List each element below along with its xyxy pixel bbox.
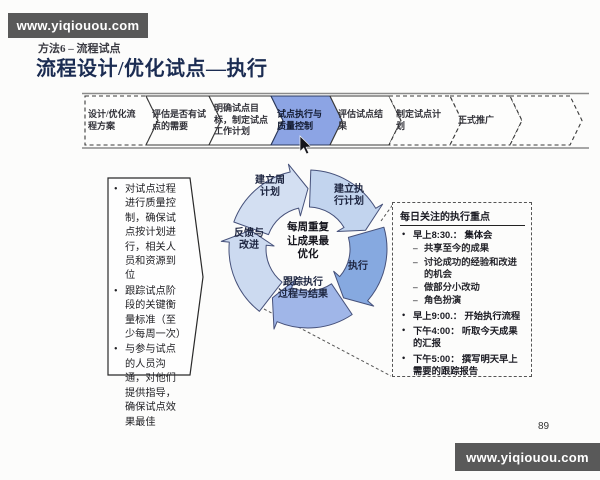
daily-focus-title: 每日关注的执行重点 xyxy=(400,208,525,226)
daily-item: 早上8:30.： 集体会 xyxy=(400,229,525,242)
watermark-bottom: www.yiqiouou.com xyxy=(455,443,600,471)
daily-item-time: 9:00.： xyxy=(431,310,463,321)
flow-step-label-4: 试点执行与质量控制 xyxy=(277,108,323,131)
daily-item-prefix: 早上 xyxy=(413,231,432,241)
daily-subitem: 角色扮演 xyxy=(413,295,525,308)
daily-item-time: 5:00： xyxy=(431,353,460,364)
daily-focus-box: 每日关注的执行重点 早上8:30.： 集体会 共享至今的成果 讨论成功的经验和改… xyxy=(392,202,532,377)
daily-item-label: 撰写明天早上需要的跟踪报告 xyxy=(413,354,518,377)
page-title: 流程设计/优化试点—执行 xyxy=(36,58,268,80)
daily-item: 下午4:00： 听取今天成果的汇报 xyxy=(400,325,525,351)
flow-step-label-7: 正式推广 xyxy=(458,114,495,125)
pilot-control-item: 与参与试点的人员沟通，对他们提供指导，确保试点效果最佳 xyxy=(114,343,184,429)
daily-item: 早上9:00.： 开始执行流程 xyxy=(400,310,525,323)
cycle-center-label: 每周重复 让成果最 优化 xyxy=(287,222,329,261)
cycle-arrow-shape xyxy=(271,279,353,330)
cycle-label-exec-plan: 建立执 行计划 xyxy=(334,184,364,208)
daily-item-label: 开始执行流程 xyxy=(464,311,521,322)
cycle-label-track-results: 跟踪执行 过程与结果 xyxy=(278,277,328,301)
cycle-arrow-shape xyxy=(309,169,384,232)
daily-item-label: 听取今天成果的汇报 xyxy=(413,327,518,350)
pilot-control-item: 跟踪试点阶段的关键衡量标准（至少每周一次） xyxy=(114,285,186,343)
slide-eyebrow: 方法6 – 流程试点 xyxy=(38,43,121,55)
daily-item-prefix: 下午 xyxy=(413,327,432,338)
pilot-control-panel: 对试点过程进行质量控制，确保试点按计划进行，相关人员和资源到位 跟踪试点阶段的关… xyxy=(114,183,186,431)
watermark-top: www.yiqiouou.com xyxy=(8,13,148,38)
page-number: 89 xyxy=(538,421,550,432)
callout-line-top xyxy=(380,202,395,222)
daily-item-prefix: 下午 xyxy=(413,354,432,365)
cycle-label-feedback: 反馈与 改进 xyxy=(234,228,264,252)
cycle-arrow-shape xyxy=(333,226,388,307)
daily-item: 下午5:00： 撰写明天早上需要的跟踪报告 xyxy=(400,353,525,379)
flow-step-label-1: 设计/优化流程方案 xyxy=(88,108,136,131)
cycle-arrow-shape xyxy=(220,229,283,312)
weekly-cycle-diagram xyxy=(220,163,388,330)
flow-step-label-6: 制定试点计划 xyxy=(396,108,442,131)
daily-subitem: 共享至今的成果 xyxy=(413,243,525,256)
daily-item-time: 4:00： xyxy=(431,326,460,337)
daily-subitem: 讨论成功的经验和改进的机会 xyxy=(413,257,525,282)
flow-step-label-2: 评估是否有试点的需要 xyxy=(152,108,207,131)
cycle-label-execute: 执行 xyxy=(348,261,368,272)
daily-item-label: 集体会 xyxy=(464,231,493,241)
process-flow-chevrons xyxy=(84,95,583,146)
cycle-label-weekly-plan: 建立周 计划 xyxy=(255,175,285,199)
pilot-control-item: 对试点过程进行质量控制，确保试点按计划进行，相关人员和资源到位 xyxy=(114,183,184,284)
flow-step-label-3: 明确试点目标，制定试点工作计划 xyxy=(214,102,269,137)
daily-item-time: 8:30.： xyxy=(431,230,463,240)
daily-subitem: 做部分小改动 xyxy=(413,282,525,295)
flow-step-shape xyxy=(509,95,583,146)
flow-step-label-5: 评估试点结果 xyxy=(338,108,384,131)
mouse-cursor-icon xyxy=(299,135,312,155)
cycle-arrow-shape xyxy=(233,163,309,236)
daily-item-prefix: 早上 xyxy=(413,311,432,322)
